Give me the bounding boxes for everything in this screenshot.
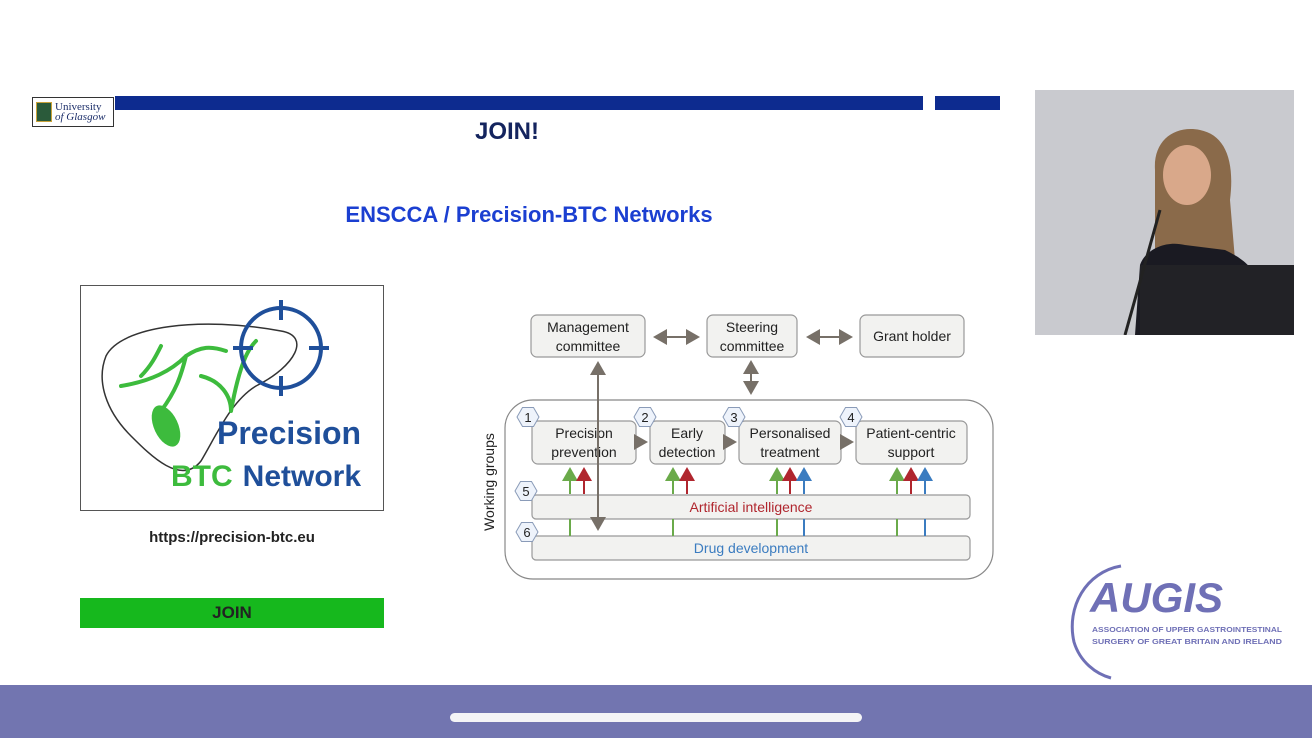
- number-badge-label: 3: [730, 410, 737, 425]
- network-url-link[interactable]: https://precision-btc.eu: [149, 529, 315, 546]
- steering-committee-box: [706, 314, 798, 358]
- group-box-4: [855, 420, 968, 465]
- crest-icon: [36, 102, 52, 122]
- steering-label-1: Steering: [726, 319, 778, 335]
- ai-bar: [531, 494, 971, 520]
- number-badge-label: 6: [523, 525, 530, 540]
- logo-word-network: Network: [243, 460, 362, 493]
- group-2-label-2: detection: [659, 444, 716, 460]
- drug-label: Drug development: [694, 540, 809, 556]
- ai-label: Artificial intelligence: [690, 499, 813, 515]
- group-2-label-1: Early: [671, 425, 703, 441]
- augis-logo: AUGIS ASSOCIATION OF UPPER GASTROINTESTI…: [1066, 562, 1286, 680]
- number-badge-label: 4: [847, 410, 854, 425]
- group-1-label-1: Precision: [555, 425, 613, 441]
- augis-line2: SURGERY OF GREAT BRITAIN AND IRELAND: [1092, 637, 1283, 646]
- header-bar: [115, 96, 923, 110]
- bottom-bar: [0, 685, 1312, 738]
- home-indicator-handle[interactable]: [450, 713, 862, 722]
- number-badge-label: 5: [522, 484, 529, 499]
- header-bar-right: [935, 96, 1000, 110]
- group-3-label-1: Personalised: [750, 425, 831, 441]
- uog-line2: of Glasgow: [55, 111, 106, 123]
- uog-line1: University: [55, 101, 102, 113]
- number-badge: [514, 481, 538, 501]
- management-label-2: committee: [556, 338, 621, 354]
- management-label-1: Management: [547, 319, 629, 335]
- drug-bar: [531, 535, 971, 561]
- slide-subtitle: ENSCCA / Precision-BTC Networks: [345, 202, 713, 227]
- number-badge-label: 2: [641, 410, 648, 425]
- grant-holder-box: [859, 314, 965, 358]
- group-4-label-1: Patient-centric: [866, 425, 955, 441]
- speaker-video: [1035, 90, 1294, 335]
- group-3-label-2: treatment: [760, 444, 819, 460]
- grant-holder-label: Grant holder: [873, 328, 951, 344]
- precision-btc-logo: Precision BTC Network: [80, 285, 384, 511]
- logo-word-btc: BTC: [171, 460, 233, 493]
- number-badge: [722, 407, 746, 427]
- working-groups-label: Working groups: [481, 433, 497, 531]
- number-badge: [633, 407, 657, 427]
- number-badge: [839, 407, 863, 427]
- augis-line1: ASSOCIATION OF UPPER GASTROINTESTINAL: [1092, 625, 1282, 634]
- steering-label-2: committee: [720, 338, 785, 354]
- group-1-label-2: prevention: [551, 444, 616, 460]
- logo-word-precision: Precision: [217, 415, 361, 451]
- augis-name: AUGIS: [1089, 574, 1223, 621]
- group-4-label-2: support: [888, 444, 935, 460]
- number-badge: [516, 407, 540, 427]
- number-badge-label: 1: [524, 410, 531, 425]
- join-button[interactable]: JOIN: [80, 598, 384, 628]
- management-committee-box: [530, 314, 646, 358]
- slide-title: JOIN!: [474, 118, 539, 145]
- number-badge: [515, 522, 539, 542]
